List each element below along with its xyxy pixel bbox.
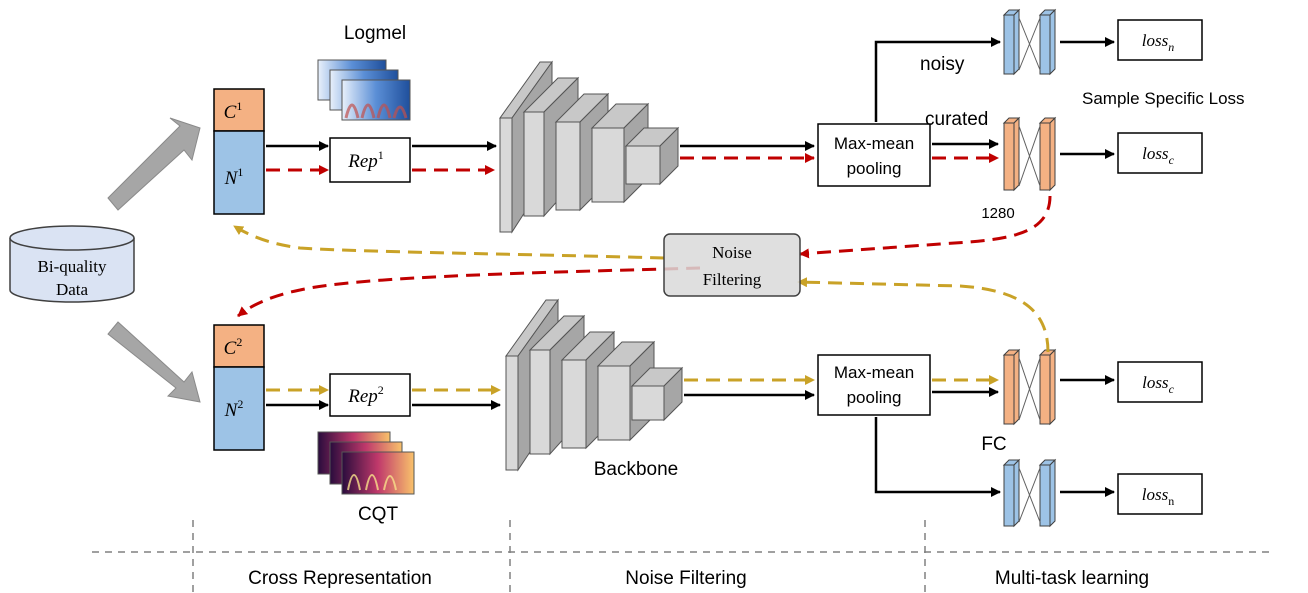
fc-head-top-curated [1002,116,1057,192]
noise-filtering-box: Noise Filtering [663,233,801,297]
fc-label: FC [981,434,1006,455]
section-label-multi-task-learning: Multi-task learning [995,568,1149,589]
noisy-label: noisy [920,54,965,75]
svg-text:lossn: lossn [1142,485,1174,508]
curated-label: curated [925,109,988,130]
rep2-box: Rep2 [329,373,411,417]
svg-text:lossn: lossn [1142,31,1174,54]
noisy-block-n1 [213,130,265,215]
logmel-spectrogram-stack: Logmel [317,23,411,121]
svg-text:lossc: lossc [1142,144,1174,167]
c1-label: C1 [224,99,243,123]
bottom-pooling-box: Max-mean pooling [817,354,931,416]
bottom-input-stack: C2 N2 [213,324,265,451]
svg-text:Noise: Noise [712,243,752,262]
bi-quality-data-cylinder: Bi-quality Data [9,225,135,303]
svg-text:lossc: lossc [1142,373,1174,396]
sample-specific-loss-label: Sample Specific Loss [1082,89,1245,108]
c2-label: C2 [224,335,243,359]
loss-box-bottom-noisy: lossn [1117,473,1203,515]
fc-dim-label: 1280 [981,205,1014,222]
clean-block-c1 [213,88,265,132]
top-pooling-box: Max-mean pooling [817,123,931,187]
black-flow-arrows [266,37,1115,497]
svg-text:pooling: pooling [847,159,902,178]
svg-text:Rep2: Rep2 [347,383,384,407]
section-label-cross-representation: Cross Representation [248,568,432,589]
top-backbone-cnn [499,60,680,234]
arrow-to-bottom-input [107,321,201,403]
fc-head-bottom-noisy [1002,458,1057,528]
noisy-block-n2 [213,366,265,451]
section-divider [92,520,1275,593]
logmel-label: Logmel [344,23,406,44]
red-dashed-arrows [237,153,1052,318]
svg-text:Max-mean: Max-mean [834,363,914,382]
svg-text:pooling: pooling [847,388,902,407]
n2-label: N2 [224,397,244,421]
svg-text:Max-mean: Max-mean [834,134,914,153]
svg-text:Filtering: Filtering [703,270,762,289]
backbone-label: Backbone [594,459,679,480]
bottom-backbone-cnn [505,298,684,472]
svg-text:Rep1: Rep1 [347,148,384,172]
rep1-box: Rep1 [329,137,411,183]
data-label-line2: Data [56,280,89,299]
loss-box-top-noisy: lossn [1117,19,1203,61]
fc-head-bottom-curated [1002,348,1057,426]
gold-dashed-arrows [233,224,1050,395]
arrow-to-top-input [107,117,201,211]
cqt-spectrogram-stack: CQT [317,431,415,525]
fc-head-top-noisy [1002,8,1057,76]
section-label-noise-filtering: Noise Filtering [625,568,746,589]
loss-box-bottom-curated: lossc [1117,361,1203,403]
top-input-stack: C1 N1 [213,88,265,215]
clean-block-c2 [213,324,265,368]
n1-label: N1 [224,165,244,189]
data-label-line1: Bi-quality [38,257,107,276]
loss-box-top-curated: lossc [1117,132,1203,174]
cqt-label: CQT [358,504,399,525]
